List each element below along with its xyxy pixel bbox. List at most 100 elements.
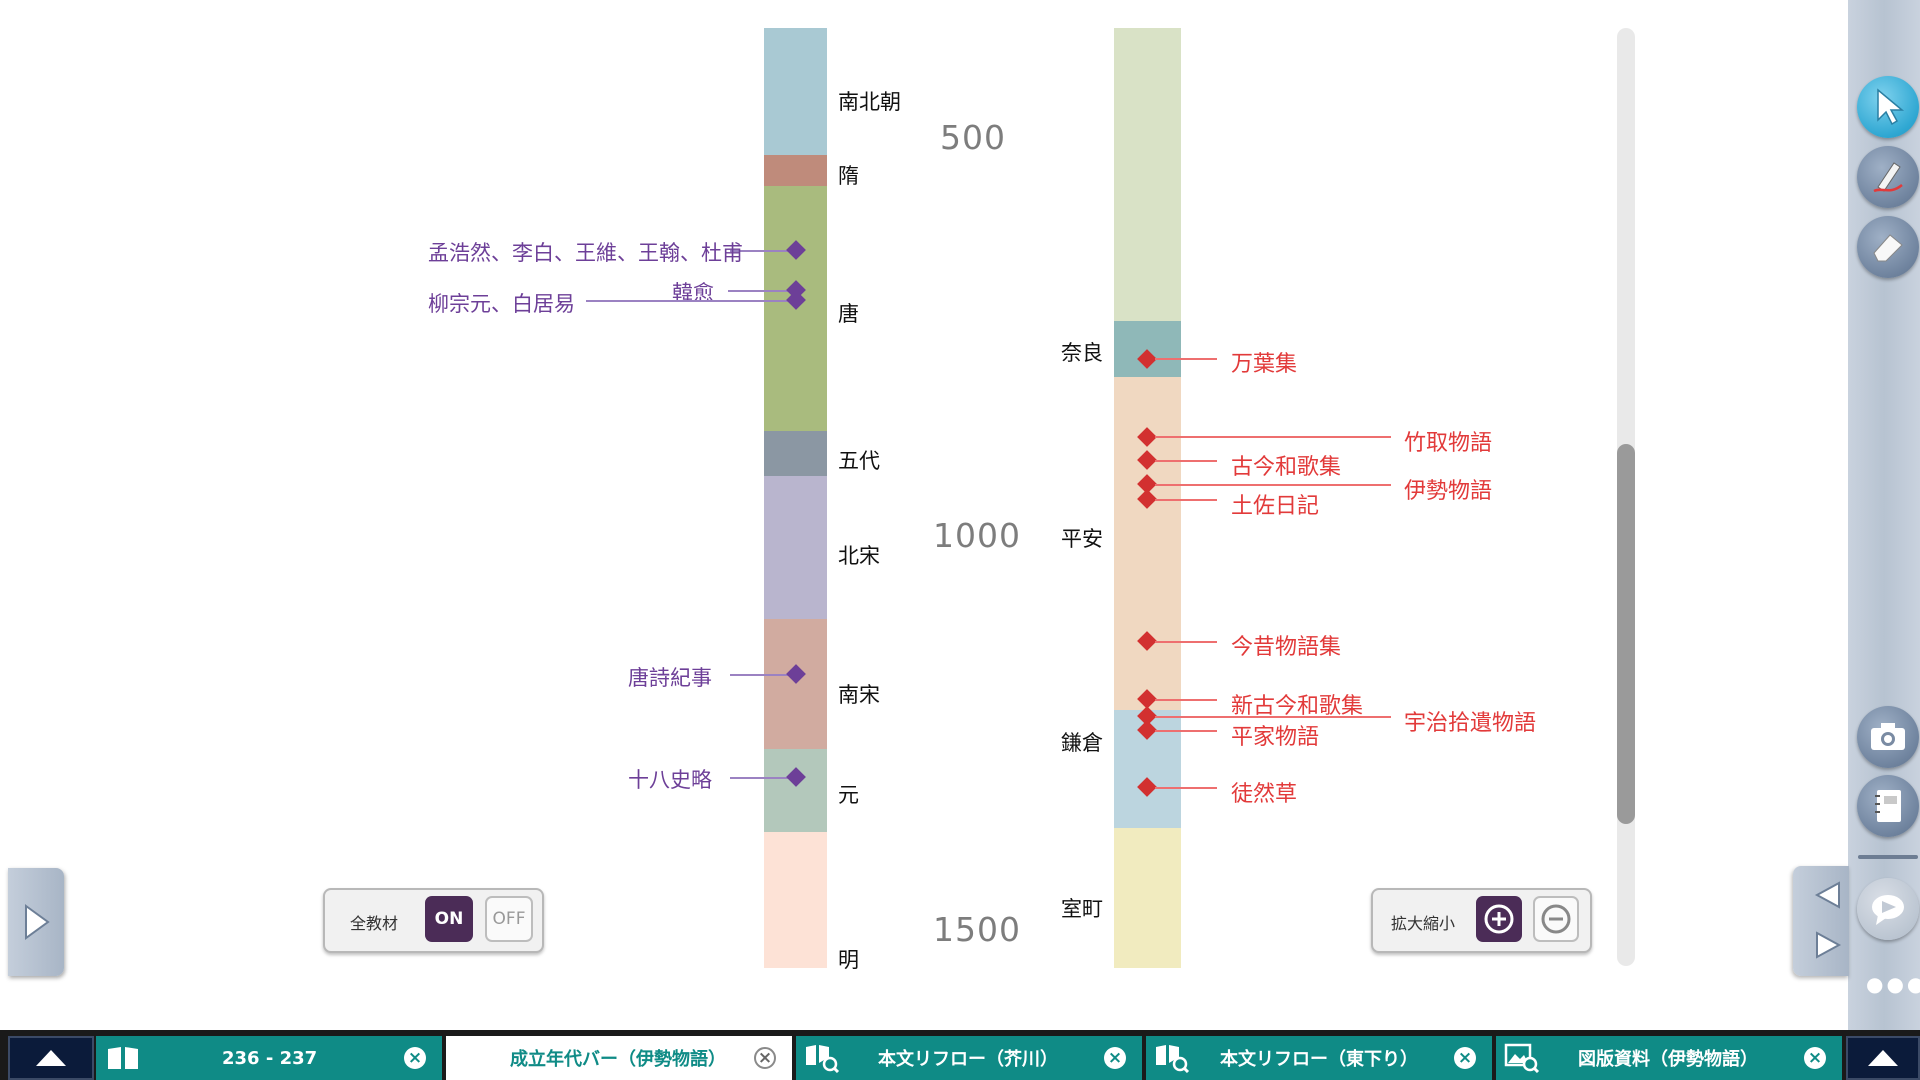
all-materials-toggle: 全教材 ON OFF	[323, 888, 544, 953]
era-segment-nansong	[764, 619, 827, 749]
work-connector	[586, 300, 798, 302]
japanese-work-label: 古今和歌集	[1231, 455, 1342, 480]
tab-scroll-up-button[interactable]	[1846, 1036, 1920, 1080]
era-label: 唐	[838, 302, 859, 326]
era-segment-muromachi	[1114, 828, 1181, 968]
year-label: 1000	[933, 516, 1021, 555]
work-connector	[1155, 436, 1391, 438]
era-segment-yuan	[764, 749, 827, 832]
page-nav-panel	[1793, 866, 1849, 976]
book-search-icon	[1156, 1045, 1190, 1073]
work-connector	[1155, 699, 1217, 701]
work-connector	[1155, 730, 1217, 732]
chinese-work-label: 唐詩紀事	[628, 666, 712, 690]
era-label: 奈良	[1061, 341, 1103, 365]
era-label: 元	[838, 783, 859, 807]
era-label: 室町	[1061, 897, 1103, 921]
era-segment-wudai	[764, 431, 827, 476]
work-connector	[730, 250, 798, 252]
book-icon	[108, 1047, 138, 1069]
japanese-work-label: 竹取物語	[1404, 431, 1493, 456]
tab-list-toggle-button[interactable]	[8, 1036, 94, 1080]
work-connector	[1155, 641, 1217, 643]
era-label: 南宋	[838, 683, 880, 707]
year-label: 500	[940, 118, 1006, 157]
close-tab-icon[interactable]: ×	[1104, 1047, 1126, 1069]
left-panel-handle[interactable]	[8, 868, 64, 976]
more-dots-icon[interactable]: ●●●	[1866, 972, 1920, 996]
eraser-icon	[1873, 234, 1903, 262]
japanese-work-label: 新古今和歌集	[1231, 694, 1364, 719]
chinese-work-label: 韓愈	[672, 281, 714, 305]
zoom-label: 拡大縮小	[1391, 914, 1456, 933]
notebook-icon	[1875, 790, 1901, 822]
camera-icon	[1871, 723, 1905, 750]
next-page-icon[interactable]	[1813, 930, 1843, 960]
year-label: 1500	[933, 910, 1021, 949]
work-connector	[730, 674, 798, 676]
tab-label: 本文リフロー（芥川）	[878, 1049, 1058, 1070]
era-label: 隋	[838, 164, 859, 188]
tab-page-236-237[interactable]: 236 - 237 ×	[96, 1036, 442, 1080]
comment-icon	[1872, 895, 1904, 925]
era-segment-beisong	[764, 476, 827, 619]
era-label: 明	[838, 948, 859, 972]
era-segment-nanbeichao	[764, 28, 827, 155]
tab-label: 236 - 237	[222, 1047, 318, 1069]
japanese-work-label: 宇治拾遺物語	[1404, 711, 1537, 736]
off-button[interactable]: OFF	[485, 896, 533, 942]
japanese-work-label: 万葉集	[1231, 352, 1298, 377]
zoom-out-button[interactable]	[1533, 896, 1579, 942]
book-search-icon	[806, 1045, 840, 1073]
japanese-work-label: 今昔物語集	[1231, 635, 1342, 660]
pointer-icon	[1877, 88, 1905, 126]
close-tab-icon[interactable]: ×	[754, 1047, 776, 1069]
scrollbar-thumb[interactable]	[1617, 444, 1635, 824]
era-label: 平安	[1061, 527, 1103, 551]
tab-illustration-ise[interactable]: 図版資料（伊勢物語） ×	[1496, 1036, 1842, 1080]
all-materials-label: 全教材	[350, 914, 399, 933]
work-connector	[1155, 358, 1217, 360]
zoom-control: 拡大縮小	[1371, 888, 1592, 953]
triangle-up-icon	[1868, 1050, 1898, 1066]
tab-text-reflow-akutagawa[interactable]: 本文リフロー（芥川） ×	[796, 1036, 1142, 1080]
era-label: 南北朝	[838, 90, 901, 114]
tab-era-bar-ise[interactable]: 成立年代バー（伊勢物語） ×	[446, 1036, 792, 1080]
comment-button[interactable]	[1857, 878, 1919, 940]
prev-page-icon[interactable]	[1813, 880, 1843, 910]
era-label: 鎌倉	[1061, 731, 1103, 755]
chinese-work-label: 柳宗元、白居易	[428, 292, 575, 316]
zoom-out-icon	[1541, 904, 1571, 934]
pointer-tool-button[interactable]	[1857, 76, 1919, 138]
triangle-up-icon	[36, 1050, 66, 1066]
japanese-work-label: 徒然草	[1231, 782, 1298, 807]
work-connector	[1155, 499, 1217, 501]
japanese-work-label: 伊勢物語	[1404, 479, 1493, 504]
toolbar-divider	[1858, 855, 1918, 859]
pen-tool-button[interactable]	[1857, 146, 1919, 208]
work-connector	[1155, 716, 1391, 718]
work-connector	[1155, 460, 1217, 462]
eraser-tool-button[interactable]	[1857, 216, 1919, 278]
japanese-work-label: 土佐日記	[1231, 494, 1320, 519]
tab-label: 本文リフロー（東下り）	[1220, 1049, 1418, 1070]
on-button[interactable]: ON	[425, 896, 473, 942]
notebook-button[interactable]	[1857, 775, 1919, 837]
close-tab-icon[interactable]: ×	[1454, 1047, 1476, 1069]
tab-text-reflow-azumakudari[interactable]: 本文リフロー（東下り） ×	[1146, 1036, 1492, 1080]
close-tab-icon[interactable]: ×	[404, 1047, 426, 1069]
work-connector	[1155, 787, 1217, 789]
era-label: 北宋	[838, 544, 880, 568]
vertical-scrollbar[interactable]	[1617, 28, 1635, 966]
image-search-icon	[1504, 1043, 1540, 1073]
camera-button[interactable]	[1857, 706, 1919, 768]
work-connector	[730, 777, 798, 779]
close-tab-icon[interactable]: ×	[1804, 1047, 1826, 1069]
tab-label: 図版資料（伊勢物語）	[1578, 1049, 1758, 1070]
work-connector	[1155, 484, 1391, 486]
expand-right-icon	[25, 904, 50, 940]
chinese-work-label: 十八史略	[628, 768, 712, 792]
zoom-in-button[interactable]	[1476, 896, 1522, 942]
era-label: 五代	[838, 449, 880, 473]
era-segment-ming	[764, 832, 827, 968]
